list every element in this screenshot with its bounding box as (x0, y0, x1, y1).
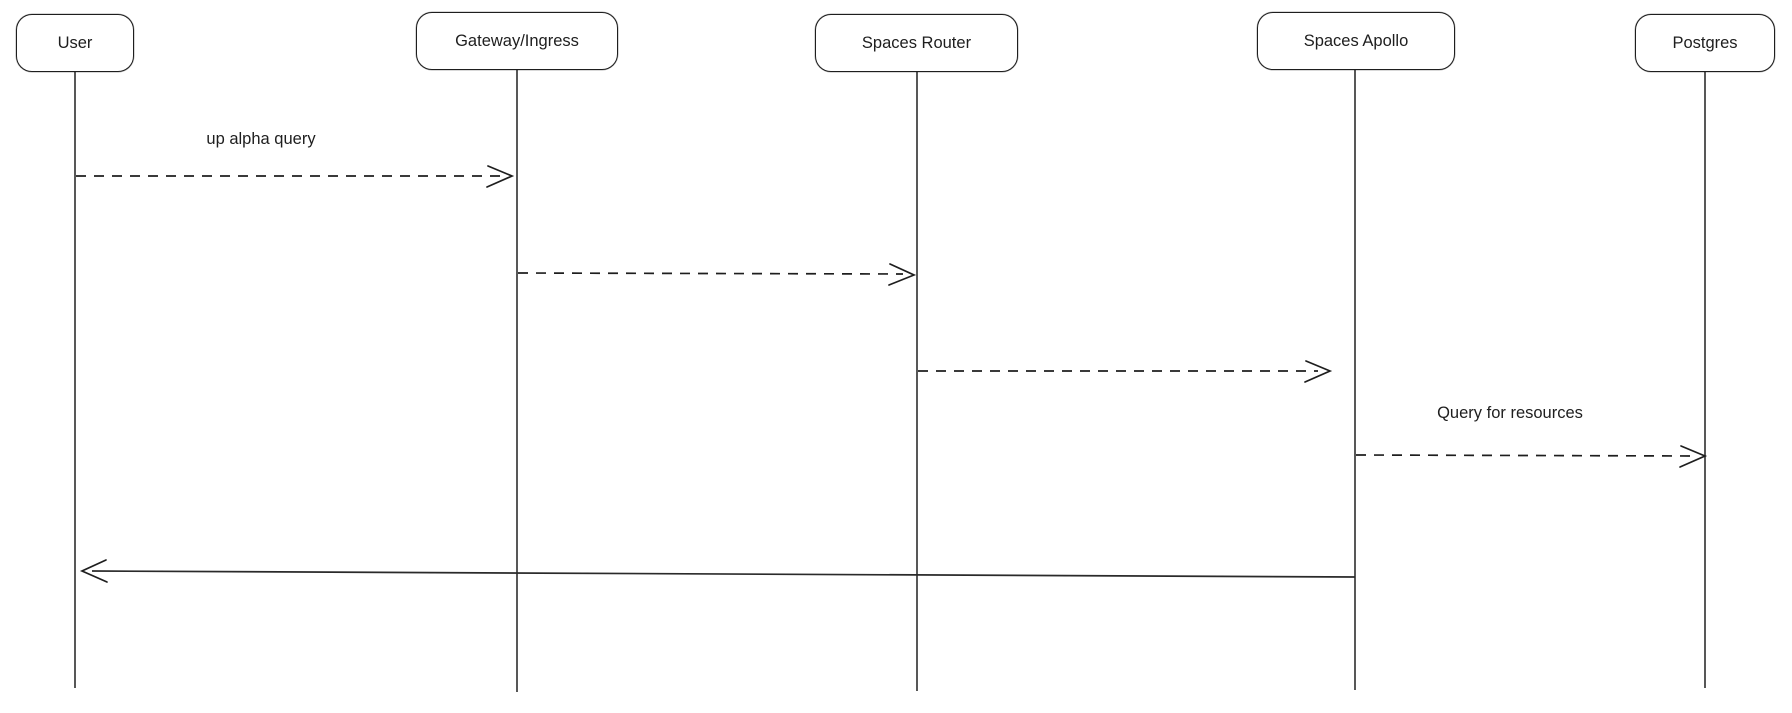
message-arrow-gateway-to-router (517, 272, 904, 275)
actor-label-postgres: Postgres (1672, 33, 1738, 52)
actor-box-postgres: Postgres (1635, 14, 1775, 72)
message-arrow-apollo-to-user-return (91, 570, 1356, 578)
arrowhead-apollo-to-postgres (1679, 445, 1708, 468)
actor-box-spaces-router: Spaces Router (815, 14, 1018, 72)
message-arrow-apollo-to-postgres (1355, 454, 1696, 457)
actor-label-spaces-apollo: Spaces Apollo (1303, 31, 1409, 50)
actor-label-spaces-router: Spaces Router (861, 33, 972, 52)
arrowhead-gateway-to-router (888, 263, 917, 286)
actor-box-user: User (16, 14, 134, 72)
actor-label-gateway-ingress: Gateway/Ingress (455, 31, 579, 50)
message-label-up-alpha-query: up alpha query (206, 130, 316, 148)
arrowhead-apollo-to-user-return (79, 559, 108, 583)
arrowhead-user-to-gateway (486, 165, 515, 188)
arrowhead-router-to-apollo (1304, 360, 1333, 383)
actor-label-user: User (57, 33, 93, 52)
actor-box-gateway-ingress: Gateway/Ingress (416, 12, 618, 70)
message-label-query-for-resources: Query for resources (1437, 404, 1583, 422)
actor-box-spaces-apollo: Spaces Apollo (1257, 12, 1455, 70)
